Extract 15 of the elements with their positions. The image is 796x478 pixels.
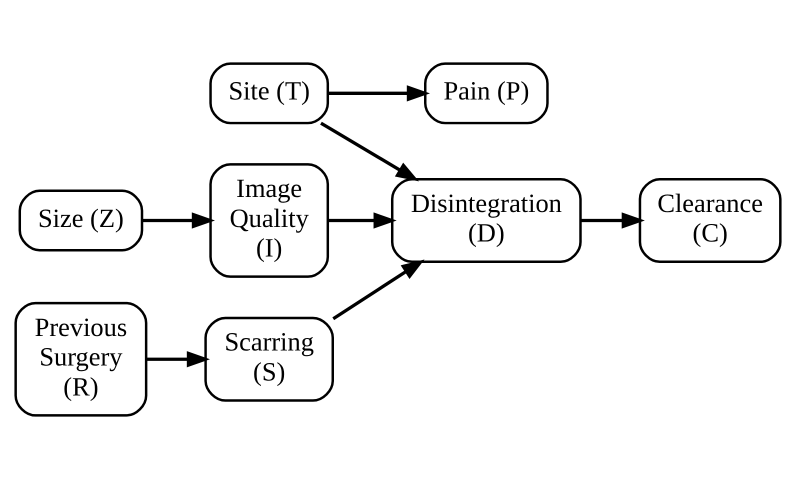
- node-box: Site (T): [209, 62, 330, 124]
- node-box: Previous Surgery (R): [14, 301, 148, 416]
- arrow: [332, 259, 425, 320]
- node-box: Disintegration (D): [390, 177, 582, 263]
- arrow: [328, 84, 430, 101]
- arrow: [142, 212, 215, 228]
- arrow: [320, 121, 419, 181]
- node-box: Scarring (S): [204, 316, 334, 402]
- node-box: Image Quality (I): [209, 162, 330, 278]
- arrow: [328, 212, 397, 228]
- arrow: [146, 350, 210, 367]
- node-box: Size (Z): [18, 189, 144, 251]
- node-box: Pain (P): [424, 62, 549, 124]
- arrow: [580, 212, 645, 228]
- node-box: Clearance (C): [638, 177, 782, 263]
